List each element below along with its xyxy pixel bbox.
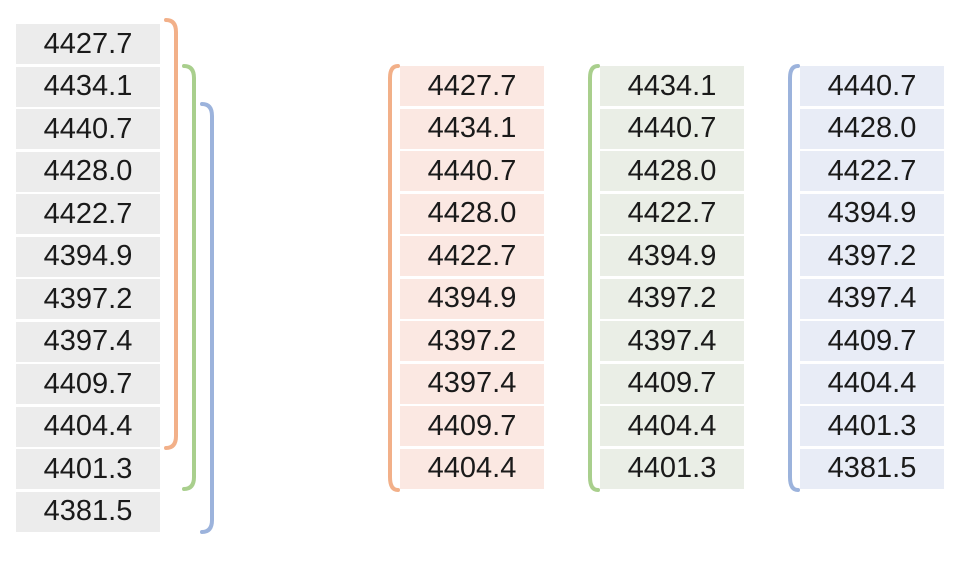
window-1-cell: 4397.4 — [400, 363, 544, 404]
window-1-cell: 4404.4 — [400, 448, 544, 489]
window-1-bracket — [164, 18, 178, 450]
window-3-cell: 4397.4 — [800, 278, 944, 319]
window-3-cell: 4394.9 — [800, 193, 944, 234]
window-2-cell: 4401.3 — [600, 448, 744, 489]
window-2-cell: 4397.4 — [600, 321, 744, 361]
window-2-cell: 4422.7 — [600, 193, 744, 234]
window-2-cell: 4404.4 — [600, 406, 744, 446]
window-2-left-bracket — [588, 64, 600, 492]
window-1-cell: 4397.2 — [400, 321, 544, 361]
window-2-column: 4434.1 4440.7 4428.0 4422.7 4394.9 4397.… — [600, 66, 744, 489]
window-2-cell: 4409.7 — [600, 363, 744, 404]
window-1-cell: 4434.1 — [400, 108, 544, 149]
window-3-cell: 4401.3 — [800, 406, 944, 446]
window-3-cell: 4397.2 — [800, 236, 944, 276]
window-1-left-bracket — [388, 64, 400, 492]
window-1-cell: 4428.0 — [400, 193, 544, 234]
source-cell: 4422.7 — [16, 194, 160, 234]
window-1-cell: 4440.7 — [400, 151, 544, 191]
window-1-cell: 4422.7 — [400, 236, 544, 276]
window-3-bracket — [200, 102, 214, 534]
window-2-cell: 4440.7 — [600, 108, 744, 149]
source-column: 4427.7 4434.1 4440.7 4428.0 4422.7 4394.… — [16, 24, 160, 532]
source-cell: 4428.0 — [16, 151, 160, 192]
window-2-cell: 4434.1 — [600, 66, 744, 106]
window-3-cell: 4428.0 — [800, 108, 944, 149]
window-3-cell: 4409.7 — [800, 321, 944, 361]
source-cell: 4434.1 — [16, 66, 160, 107]
window-1-cell: 4394.9 — [400, 278, 544, 319]
window-3-cell: 4404.4 — [800, 363, 944, 404]
window-2-bracket — [182, 64, 196, 491]
source-cell: 4397.2 — [16, 279, 160, 319]
window-1-column: 4427.7 4434.1 4440.7 4428.0 4422.7 4394.… — [400, 66, 544, 489]
source-cell: 4404.4 — [16, 406, 160, 447]
window-3-cell: 4440.7 — [800, 66, 944, 106]
window-2-cell: 4397.2 — [600, 278, 744, 319]
window-3-left-bracket — [788, 64, 800, 492]
source-cell: 4409.7 — [16, 364, 160, 404]
window-2-cell: 4428.0 — [600, 151, 744, 191]
window-1-cell: 4427.7 — [400, 66, 544, 106]
window-1-cell: 4409.7 — [400, 406, 544, 446]
source-cell: 4381.5 — [16, 491, 160, 532]
source-cell: 4397.4 — [16, 321, 160, 362]
window-2-cell: 4394.9 — [600, 236, 744, 276]
window-3-cell: 4381.5 — [800, 448, 944, 489]
window-3-cell: 4422.7 — [800, 151, 944, 191]
source-cell: 4401.3 — [16, 449, 160, 489]
source-cell: 4394.9 — [16, 236, 160, 277]
source-cell: 4440.7 — [16, 109, 160, 149]
window-3-column: 4440.7 4428.0 4422.7 4394.9 4397.2 4397.… — [800, 66, 944, 489]
source-cell: 4427.7 — [16, 24, 160, 64]
